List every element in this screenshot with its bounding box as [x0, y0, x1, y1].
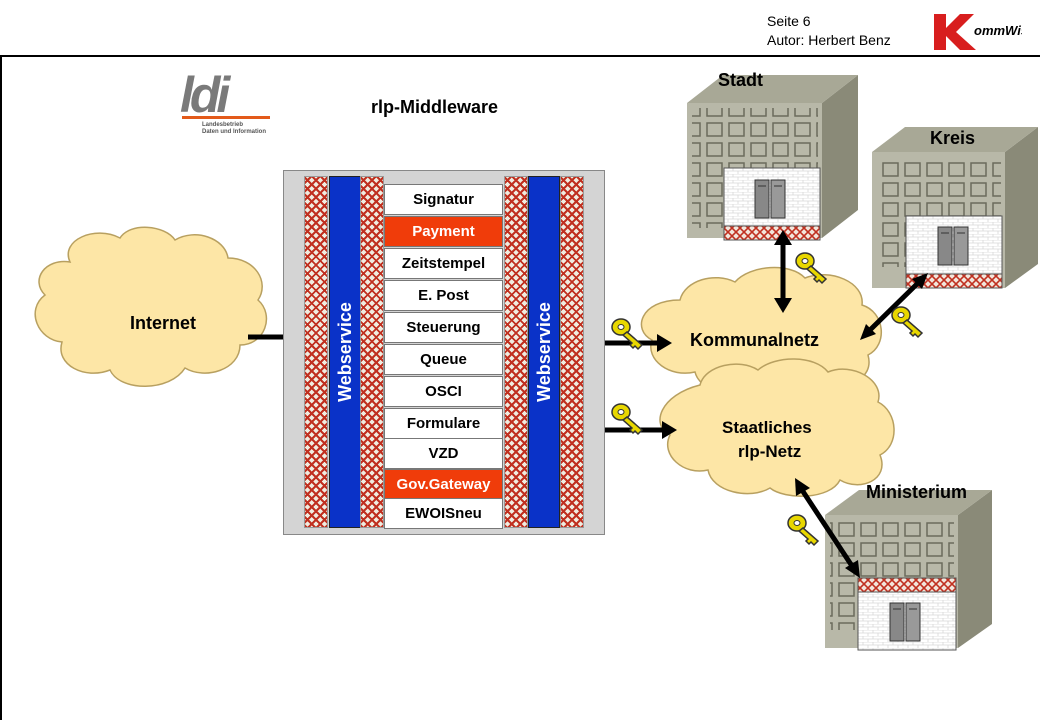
svg-text:Landesbetrieb: Landesbetrieb: [202, 122, 243, 128]
ldi-logo: ldi Landesbetrieb Daten und Information: [180, 70, 270, 135]
service-queue: Queue: [384, 344, 503, 375]
svg-text:Daten und Information: Daten und Information: [202, 129, 266, 135]
key-icon: [787, 514, 820, 547]
service-gov-gateway: Gov.Gateway: [384, 469, 503, 500]
service-zeitstempel: Zeitstempel: [384, 248, 503, 279]
frame-border: [0, 57, 2, 720]
firewall-right-outer: [560, 176, 584, 528]
server-icon: [889, 602, 921, 642]
server-icon: [937, 226, 969, 266]
service-osci: OSCI: [384, 376, 503, 407]
service-payment: Payment: [384, 216, 503, 247]
internet-label: Internet: [130, 313, 197, 333]
kreis-label: Kreis: [930, 128, 976, 148]
staatliches-label: Staatliches: [722, 418, 812, 437]
svg-text:ldi: ldi: [180, 70, 231, 123]
arrow-stadt-kommunalnetz: [774, 230, 792, 313]
firewall-left-inner: [360, 176, 384, 528]
webservice-bar-right: [528, 176, 560, 528]
firewall-right-inner: [504, 176, 528, 528]
stadt-building: [687, 75, 858, 241]
author: Autor: Herbert Benz: [767, 32, 891, 48]
webservice-label-left: Webservice: [335, 302, 355, 402]
kommwis-logo: ommWis: [934, 14, 1022, 50]
kreis-building: [872, 127, 1038, 289]
page-number: Seite 6: [767, 13, 811, 29]
page-info: Seite 6 Autor: Herbert Benz: [767, 12, 891, 50]
kommwis-logo-text: ommWis: [974, 23, 1022, 38]
webservice-bar-left: [329, 176, 361, 528]
header-divider: [0, 55, 1040, 57]
key-icon: [611, 318, 644, 351]
kommunalnetz-label: Kommunalnetz: [690, 330, 820, 350]
service-e-post: E. Post: [384, 280, 503, 311]
webservice-label-right: Webservice: [534, 302, 554, 402]
key-icon: [611, 403, 644, 436]
service-steuerung: Steuerung: [384, 312, 503, 343]
service-formulare: Formulare: [384, 408, 503, 439]
arrow-staatlich-ministerium: [795, 478, 860, 578]
diagram-title: rlp-Middleware: [371, 97, 499, 117]
server-icon: [754, 179, 786, 219]
key-icon: [795, 252, 828, 285]
staatliches-netz-cloud: [659, 358, 895, 497]
service-vzd: VZD: [384, 438, 503, 469]
service-signatur: Signatur: [384, 184, 503, 215]
service-ewoisneu: EWOISneu: [384, 498, 503, 529]
rlp-netz-label: rlp-Netz: [738, 442, 802, 461]
internet-cloud: [34, 226, 268, 387]
ministerium-label: Ministerium: [866, 482, 968, 502]
arrow-kreis-kommunalnetz: [860, 273, 928, 340]
ministerium-building: [825, 490, 992, 651]
firewall-left-outer: [304, 176, 328, 528]
stadt-label: Stadt: [718, 70, 763, 90]
key-icon: [891, 306, 924, 339]
